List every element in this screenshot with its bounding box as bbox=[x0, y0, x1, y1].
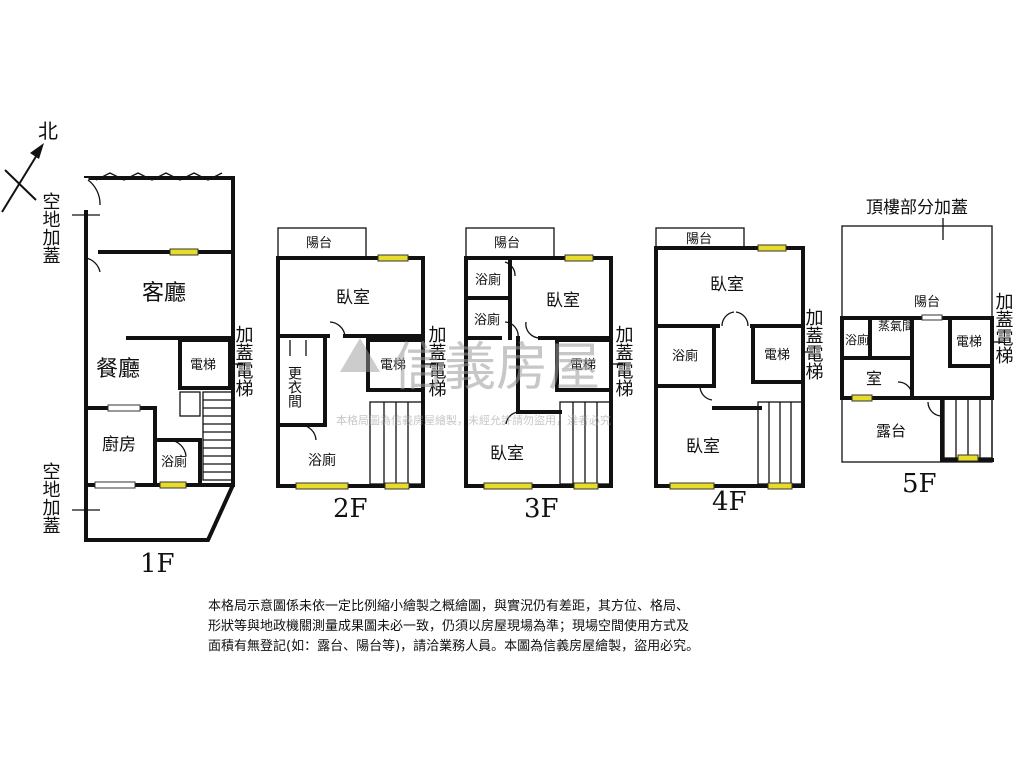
room-5f: 室 bbox=[866, 369, 882, 388]
floor-label-3f: 3F bbox=[524, 494, 559, 524]
label-elevator-addition-1f: 加蓋電梯 bbox=[230, 325, 254, 397]
room-bedroom-3f-b: 臥室 bbox=[490, 444, 524, 464]
north-arrow: 北 bbox=[1, 119, 58, 213]
room-bath-1f: 浴廁 bbox=[161, 454, 187, 470]
svg-text:加蓋電梯: 加蓋電梯 bbox=[233, 325, 254, 397]
room-dining: 餐廳 bbox=[96, 357, 140, 382]
room-elevator-2f: 電梯 bbox=[380, 358, 406, 373]
disclaimer: 本格局示意圖係未依一定比例縮小繪製之概繪圖，與實況仍有差距，其方位、格局、 形狀… bbox=[208, 597, 828, 657]
label-roof-addition: 頂樓部分加蓋 bbox=[866, 198, 968, 218]
floor-5f: 頂樓部分加蓋 陽台 浴廁 蒸氣間 室 露台 電梯 5F bbox=[840, 198, 994, 499]
room-bath-3f-b: 浴廁 bbox=[474, 312, 500, 328]
label-vacant-addition-bottom: 空地加蓋 bbox=[40, 462, 100, 534]
room-bath-2f: 浴廁 bbox=[308, 452, 336, 469]
room-elevator-5f: 電梯 bbox=[956, 335, 982, 350]
label-elevator-addition-5f: 加蓋電梯 bbox=[992, 292, 1014, 364]
room-elevator-4f: 電梯 bbox=[764, 348, 790, 363]
watermark-logo-text: 信義房屋 bbox=[392, 338, 600, 398]
label-elevator-addition-2f: 加蓋電梯 bbox=[423, 325, 447, 397]
svg-text:加蓋電梯: 加蓋電梯 bbox=[613, 325, 634, 397]
label-vacant-addition-top: 空地加蓋 bbox=[40, 192, 100, 264]
svg-text:空地加蓋: 空地加蓋 bbox=[40, 462, 61, 534]
north-arrow-head-icon bbox=[30, 143, 44, 159]
room-sauna-5f: 蒸氣間 bbox=[878, 319, 914, 333]
svg-text:空地加蓋: 空地加蓋 bbox=[40, 192, 61, 264]
floor-1f: 客廳 餐廳 廚房 浴廁 電梯 1F bbox=[83, 172, 235, 579]
floor-label-2f: 2F bbox=[333, 494, 368, 524]
svg-text:加蓋電梯: 加蓋電梯 bbox=[993, 292, 1014, 364]
room-bedroom-2f: 臥室 bbox=[336, 288, 370, 308]
logo-house-icon bbox=[340, 338, 380, 372]
floor-label-4f: 4F bbox=[712, 487, 747, 517]
staircase-4f bbox=[757, 401, 804, 485]
label-elevator-addition-4f: 加蓋電梯 bbox=[803, 308, 824, 380]
floor-label-5f: 5F bbox=[902, 469, 937, 499]
disclaimer-line-3: 面積有無登記(如：露台、陽台等)，請洽業務人員。本圖為信義房屋繪製，盜用必究。 bbox=[208, 639, 700, 654]
room-living: 客廳 bbox=[142, 281, 186, 306]
balcony-4f: 陽台 bbox=[686, 232, 712, 247]
room-bedroom-4f-b: 臥室 bbox=[686, 437, 720, 457]
label-elevator-addition-3f: 加蓋電梯 bbox=[611, 325, 634, 397]
staircase-1f bbox=[179, 391, 234, 481]
watermark-small-text: 本格局圖為信義房屋繪製，未經允許請勿盜用，違者必究 bbox=[336, 413, 611, 427]
room-bath-3f-a: 浴廁 bbox=[475, 272, 501, 288]
room-terrace-5f: 露台 bbox=[876, 422, 906, 440]
balcony-5f: 陽台 bbox=[914, 295, 940, 310]
svg-text:加蓋電梯: 加蓋電梯 bbox=[803, 308, 824, 380]
floor-4f: 陽台 臥室 浴廁 臥室 電梯 4F bbox=[654, 227, 805, 517]
room-bath-4f: 浴廁 bbox=[672, 348, 698, 364]
floor-3f: 陽台 浴廁 浴廁 臥室 臥室 電梯 3F bbox=[464, 227, 613, 524]
disclaimer-line-2: 形狀等與地政機關測量成果圖未必一致，仍須以房屋現場為準；現場空間使用方式及 bbox=[208, 619, 690, 634]
room-closet-2f: 更衣間 bbox=[286, 366, 302, 409]
balcony-3f: 陽台 bbox=[494, 236, 520, 251]
room-kitchen: 廚房 bbox=[102, 434, 136, 455]
room-bedroom-4f-a: 臥室 bbox=[710, 275, 744, 295]
room-bedroom-3f-a: 臥室 bbox=[546, 291, 580, 311]
floor-label-1f: 1F bbox=[140, 549, 175, 579]
north-label: 北 bbox=[38, 119, 58, 143]
staircase-5f bbox=[943, 397, 993, 459]
svg-text:加蓋電梯: 加蓋電梯 bbox=[426, 325, 447, 397]
balcony-2f: 陽台 bbox=[306, 236, 332, 251]
disclaimer-line-1: 本格局示意圖係未依一定比例縮小繪製之概繪圖，與實況仍有差距，其方位、格局、 bbox=[208, 599, 690, 614]
room-elevator-1f: 電梯 bbox=[190, 358, 216, 373]
room-elevator-3f: 電梯 bbox=[570, 358, 596, 373]
room-bath-5f: 浴廁 bbox=[845, 332, 869, 347]
watermark: 信義房屋 本格局圖為信義房屋繪製，未經允許請勿盜用，違者必究 bbox=[336, 338, 611, 427]
